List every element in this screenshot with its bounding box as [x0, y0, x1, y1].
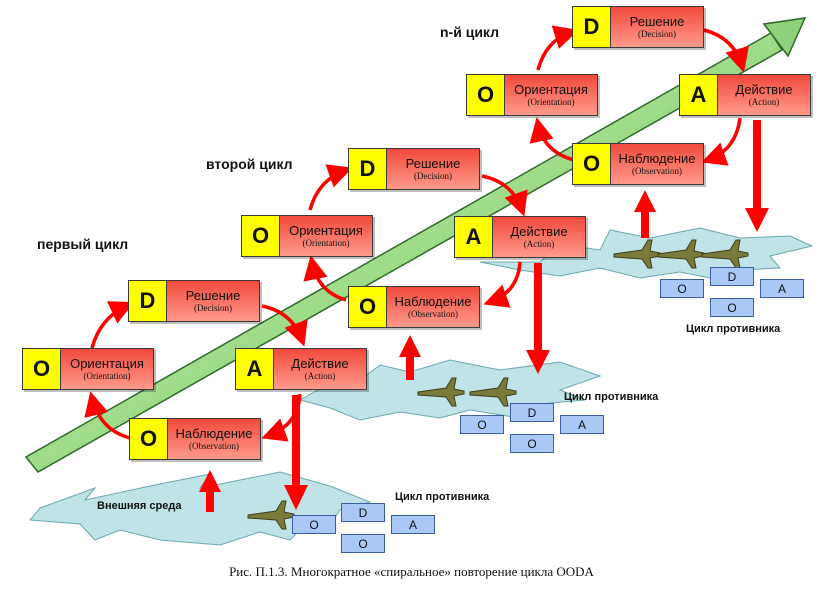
c2-orient-box: O Ориентация(Orientation)	[241, 215, 373, 257]
box-title: Наблюдение	[618, 150, 696, 166]
enemy-box-d: D	[341, 503, 385, 522]
enemy-box-o: O	[510, 434, 554, 453]
box-letter: D	[573, 7, 611, 47]
box-title: Ориентация	[514, 81, 588, 97]
c1-orient-box: O Ориентация(Orientation)	[22, 348, 154, 390]
box-letter: O	[130, 419, 168, 459]
cn-decide-box: D Решение(Decision)	[572, 6, 704, 48]
fighter-jet-icon	[469, 377, 517, 407]
enemy-box-d: D	[510, 403, 554, 422]
cycle-n-arrows	[529, 25, 749, 166]
cycle-label-second: второй цикл	[206, 156, 293, 172]
enemy-box-o: O	[341, 534, 385, 553]
box-letter: O	[242, 216, 280, 256]
box-title: Решение	[405, 155, 461, 171]
box-title: Действие	[735, 81, 793, 97]
box-letter: D	[349, 149, 387, 189]
figure-caption: Рис. П.1.3. Многократное «спиральное» по…	[229, 564, 594, 579]
box-title: Наблюдение	[175, 425, 253, 441]
box-subtitle: (Action)	[304, 370, 336, 381]
fighter-jet-icon	[417, 377, 465, 407]
enemy-box-o: O	[292, 515, 336, 534]
cycle-1-arrows	[84, 301, 308, 442]
box-subtitle: (Observation)	[408, 308, 458, 319]
box-letter: O	[467, 75, 505, 115]
box-title: Решение	[185, 287, 241, 303]
box-letter: A	[680, 75, 718, 115]
box-subtitle: (Orientation)	[527, 96, 575, 107]
cycle-label-first: первый цикл	[37, 236, 129, 252]
spiral-arrow	[24, 17, 807, 473]
enemy-box-a: A	[391, 515, 435, 534]
c1-observe-box: O Наблюдение(Observation)	[129, 418, 261, 460]
box-letter: O	[23, 349, 61, 389]
c1-decide-box: D Решение(Decision)	[128, 280, 260, 322]
box-title: Действие	[291, 355, 349, 371]
box-title: Ориентация	[289, 222, 363, 238]
box-letter: D	[129, 281, 167, 321]
box-subtitle: (Action)	[748, 96, 780, 107]
c1-act-box: A Действие(Action)	[235, 348, 367, 390]
box-subtitle: (Action)	[523, 238, 555, 249]
enemy-cycle-label: Цикл противника	[564, 391, 659, 403]
cloud-environment	[28, 471, 372, 546]
enemy-box-d: D	[710, 267, 754, 286]
cycle-label-nth: n-й цикл	[440, 24, 499, 40]
box-letter: A	[455, 217, 493, 257]
box-title: Решение	[629, 13, 685, 29]
box-subtitle: (Orientation)	[83, 370, 131, 381]
enemy-cycle-label: Цикл противника	[395, 491, 490, 503]
box-subtitle: (Observation)	[632, 165, 682, 176]
box-subtitle: (Observation)	[189, 440, 239, 451]
enemy-box-o: O	[660, 279, 704, 298]
cycle-2-arrows	[303, 164, 528, 308]
cn-observe-box: O Наблюдение(Observation)	[572, 143, 704, 185]
box-title: Действие	[510, 223, 568, 239]
enemy-cycle-label: Цикл противника	[686, 323, 781, 335]
enemy-box-o: O	[710, 298, 754, 317]
enemy-box-o: O	[460, 415, 504, 434]
fighter-jet-icon	[701, 239, 749, 269]
enemy-box-a: A	[760, 279, 804, 298]
thick-arrows	[199, 120, 769, 512]
c2-act-box: A Действие(Action)	[454, 216, 586, 258]
cn-act-box: A Действие(Action)	[679, 74, 811, 116]
box-title: Наблюдение	[394, 293, 472, 309]
box-subtitle: (Orientation)	[302, 237, 350, 248]
box-letter: O	[573, 144, 611, 184]
enemy-box-a: A	[560, 415, 604, 434]
box-title: Ориентация	[70, 355, 144, 371]
box-subtitle: (Decision)	[194, 302, 232, 313]
box-letter: A	[236, 349, 274, 389]
cn-orient-box: O Ориентация(Orientation)	[466, 74, 598, 116]
c2-decide-box: D Решение(Decision)	[348, 148, 480, 190]
c2-observe-box: O Наблюдение(Observation)	[348, 286, 480, 328]
box-subtitle: (Decision)	[414, 170, 452, 181]
box-subtitle: (Decision)	[638, 28, 676, 39]
environment-label: Внешняя среда	[97, 500, 182, 512]
box-letter: O	[349, 287, 387, 327]
